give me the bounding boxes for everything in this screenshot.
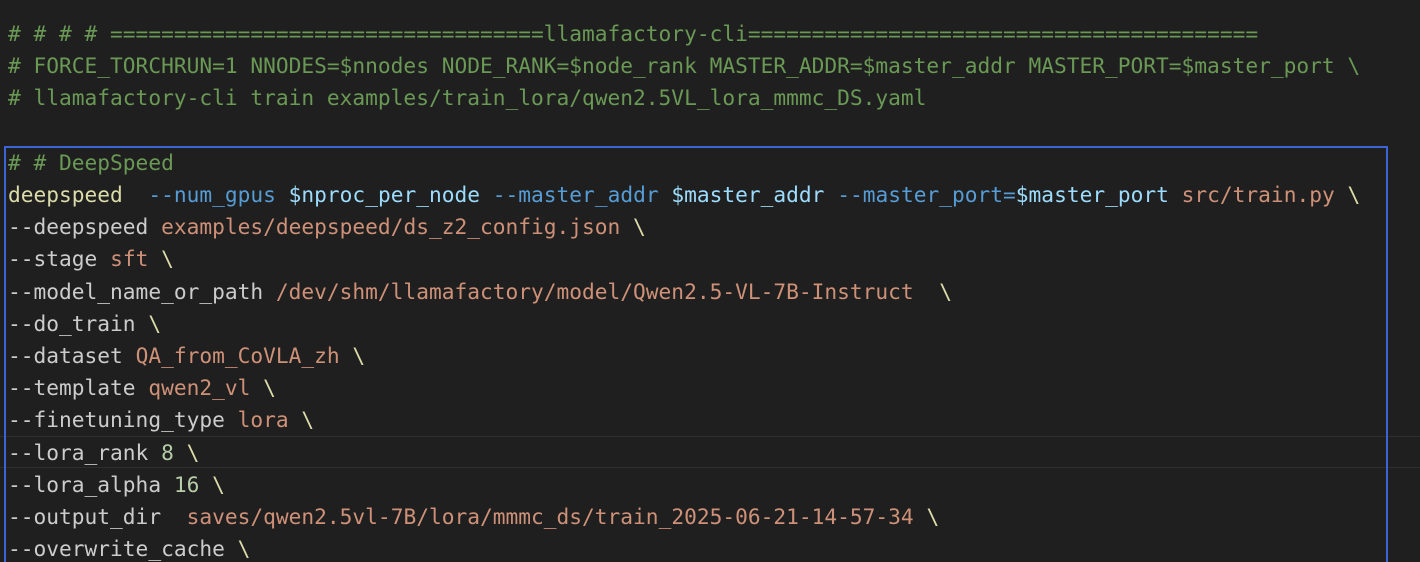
code-token: \ — [339, 343, 366, 368]
code-token: --output_dir — [8, 504, 187, 529]
code-line[interactable]: --overwrite_cache \ — [8, 533, 250, 562]
code-token: $master_addr — [671, 182, 825, 207]
code-token: \ — [199, 471, 225, 497]
current-line-highlight — [0, 436, 1420, 468]
code-token: # llamafactory-cli train examples/train_… — [8, 85, 927, 111]
code-token: \ — [288, 407, 315, 433]
code-line[interactable]: --finetuning_type lora \ — [8, 404, 314, 436]
code-token: 8 — [161, 439, 174, 465]
code-line[interactable]: --lora_rank 8 \ — [8, 437, 199, 469]
code-token: --master_port= — [837, 182, 1016, 207]
code-token: # FORCE_TORCHRUN=1 NNODES=$nnodes NODE_R… — [8, 53, 1361, 79]
code-token: --do_train — [8, 310, 136, 336]
code-line[interactable]: # FORCE_TORCHRUN=1 NNODES=$nnodes NODE_R… — [8, 50, 1360, 82]
code-token: # # # # ================================… — [8, 21, 1259, 46]
code-token: --num_gpus — [148, 182, 276, 207]
code-token: $nproc_per_node — [288, 182, 480, 207]
code-token: 16 — [173, 471, 200, 497]
code-token: \ — [1334, 182, 1361, 207]
code-token: --lora_alpha — [8, 471, 174, 497]
code-token: examples/deepspeed/ds_z2_config.json — [161, 214, 621, 240]
code-token: --stage — [8, 246, 111, 272]
code-token: \ — [620, 214, 646, 240]
code-token: deepspeed — [8, 182, 123, 207]
code-token: --deepspeed — [8, 214, 162, 240]
code-token: /dev/shm/llamafactory/model/Qwen2.5-VL-7… — [275, 278, 914, 304]
code-token: QA_from_CoVLA_zh — [135, 343, 340, 368]
code-token: \ — [148, 246, 174, 272]
code-token: --overwrite_cache — [8, 536, 225, 562]
code-token: \ — [173, 439, 200, 465]
code-token: --finetuning_type — [8, 407, 238, 433]
code-line[interactable]: --stage sft \ — [8, 243, 174, 275]
code-token: --dataset — [8, 343, 136, 368]
code-token: # # DeepSpeed — [8, 149, 174, 175]
code-line[interactable]: --output_dir saves/qwen2.5vl-7B/lora/mmm… — [8, 501, 939, 533]
code-token: sft — [110, 246, 149, 272]
code-token: saves/qwen2.5vl-7B/lora/mmmc_ds/train_20… — [186, 504, 914, 529]
code-line[interactable]: --model_name_or_path /dev/shm/llamafacto… — [8, 276, 952, 308]
code-token: \ — [135, 310, 162, 336]
code-line[interactable]: --dataset QA_from_CoVLA_zh \ — [8, 340, 365, 372]
code-token: lora — [237, 407, 289, 433]
code-token: \ — [250, 375, 276, 401]
code-token: --model_name_or_path — [8, 278, 276, 304]
code-line[interactable]: --do_train \ — [8, 308, 161, 340]
code-token: --master_addr — [492, 182, 659, 207]
code-token: --lora_rank — [8, 439, 162, 465]
code-token: qwen2_vl — [148, 375, 251, 401]
code-line[interactable]: # # # # ================================… — [8, 18, 1258, 50]
code-token: \ — [913, 278, 952, 304]
code-token: --template — [8, 375, 149, 401]
selection-highlight-box — [4, 146, 1388, 562]
code-line[interactable]: # # DeepSpeed — [8, 147, 174, 179]
code-token: $master_port — [1015, 182, 1169, 207]
code-token: src/train.py — [1181, 182, 1335, 207]
code-token: \ — [224, 536, 251, 562]
code-token: \ — [913, 504, 940, 529]
code-line[interactable]: # llamafactory-cli train examples/train_… — [8, 82, 926, 114]
code-line[interactable]: deepspeed --num_gpus $nproc_per_node --m… — [8, 179, 1360, 211]
code-line[interactable]: --deepspeed examples/deepspeed/ds_z2_con… — [8, 211, 646, 243]
code-line[interactable]: --template qwen2_vl \ — [8, 372, 276, 404]
code-line[interactable]: --lora_alpha 16 \ — [8, 469, 225, 501]
